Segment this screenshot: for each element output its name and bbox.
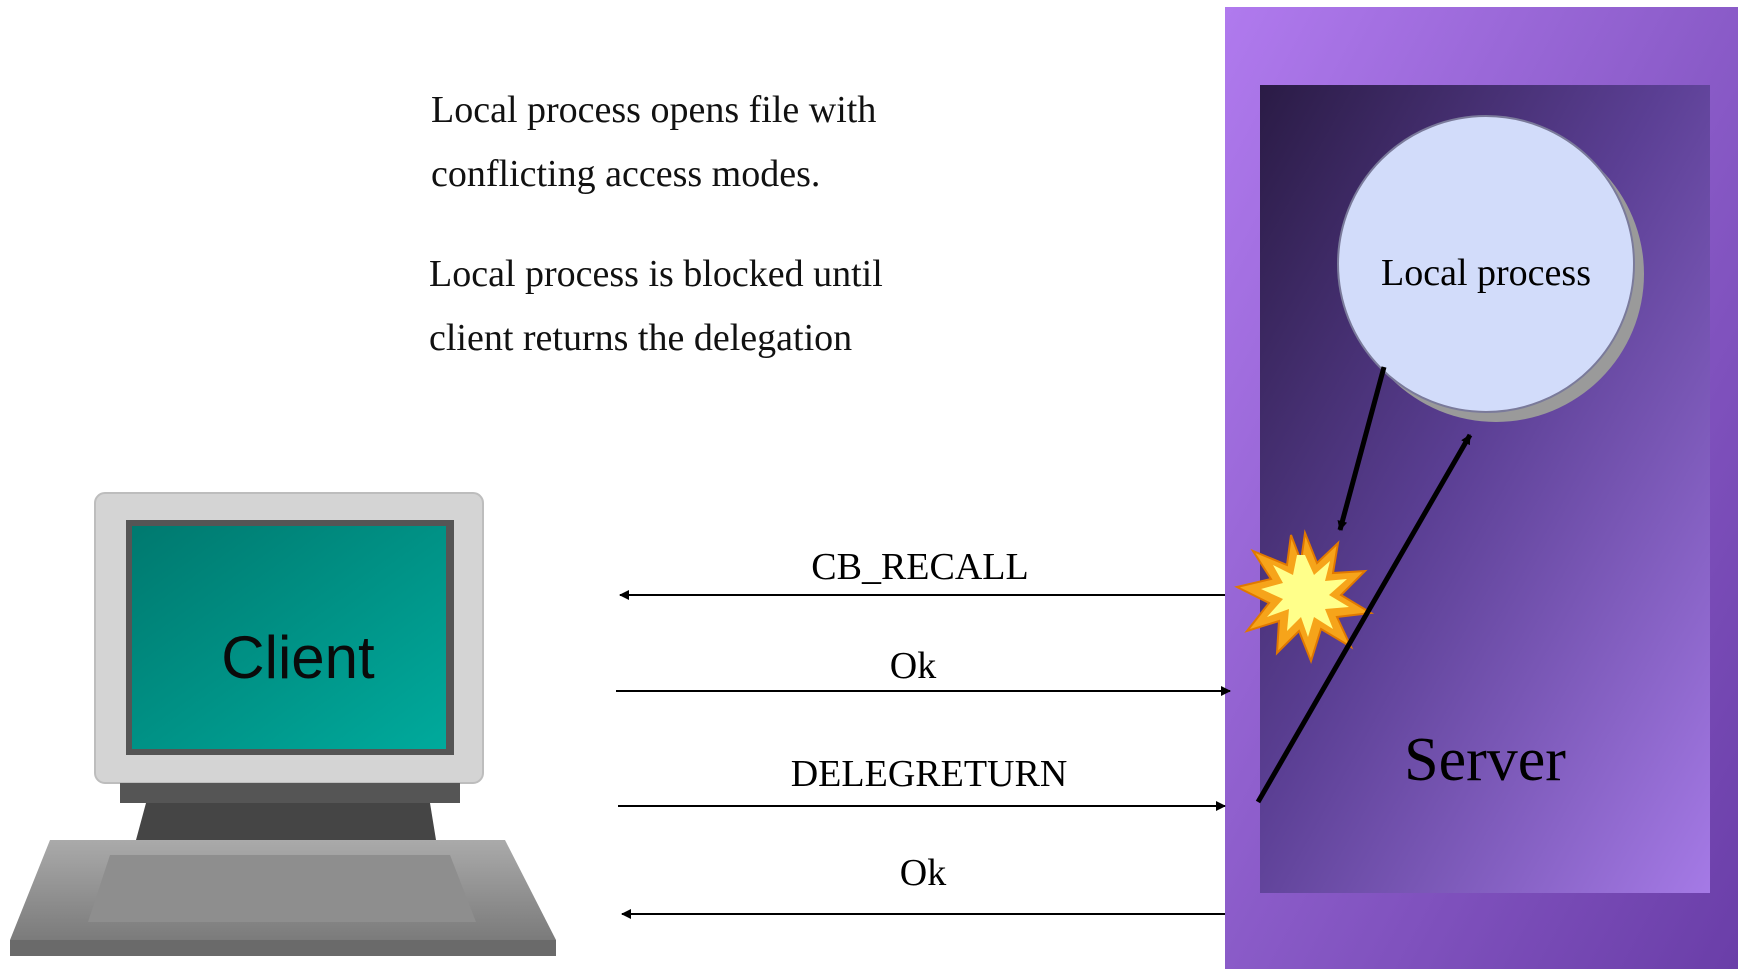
message-label-delegreturn: DELEGRETURN [790,753,1068,795]
monitor-screen [132,526,446,749]
local-process-node [1337,115,1644,422]
client-label: Client [221,624,375,691]
monitor-stand [136,803,436,840]
keyboard-edge [10,940,556,956]
message-label-ok-2: Ok [899,852,947,894]
message-label-ok-1: Ok [889,645,937,687]
monitor-neck [120,783,460,803]
explosion-icon [1234,529,1375,664]
delegreturn-to-process-arrow [1255,433,1473,804]
local-process-circle [1337,115,1635,413]
server-label: Server [1404,726,1566,794]
local-process-label: Local process [1381,252,1591,294]
message-label-cb-recall: CB_RECALL [811,546,1029,588]
keyboard-inner [88,855,476,922]
process-to-conflict-arrow [1337,366,1387,531]
client-computer [10,492,556,956]
